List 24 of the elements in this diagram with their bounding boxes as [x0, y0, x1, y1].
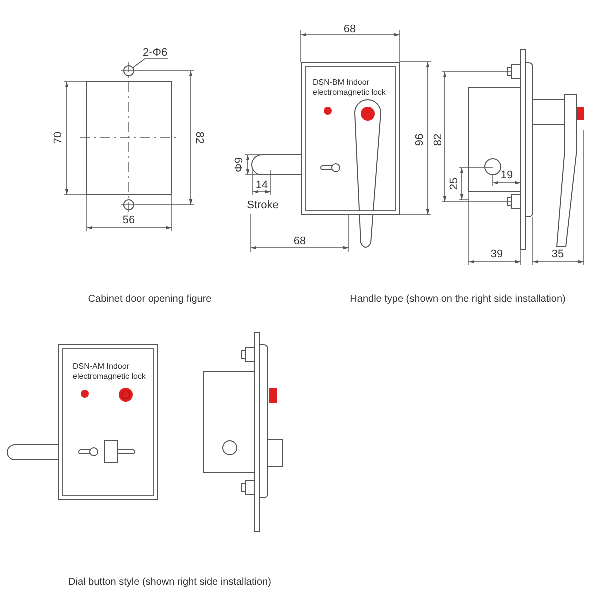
faceplate-text: DSN-BM Indoor electromagnetic lock: [313, 78, 387, 98]
dimension-label: 39: [490, 250, 504, 260]
figure-caption: Dial button style (shown right side installation): [68, 578, 272, 588]
leader-line: [132, 58, 168, 68]
callout-label: 2-Φ6: [143, 48, 168, 59]
dimension-label: 35: [552, 250, 564, 260]
figure-caption: Handle type (shown on the right side installation): [350, 295, 566, 305]
dimension-label: Φ9: [234, 158, 246, 172]
dimension-label: 19: [500, 170, 514, 182]
dimension-label: 25: [450, 178, 460, 190]
faceplate-text: DSN-AM Indoor electromagnetic lock: [73, 362, 147, 382]
figure-caption: Cabinet door opening figure: [88, 295, 212, 305]
dimension-label: 14: [256, 180, 268, 192]
mounting-hole: [124, 66, 134, 76]
dimension-label: 68: [294, 236, 306, 248]
lock-faceplate: [301, 62, 400, 215]
dimension-label: 96: [412, 134, 424, 146]
dimension-label: 68: [344, 24, 356, 36]
lock-faceplate: [58, 344, 158, 500]
dimension-label: Stroke: [247, 200, 279, 212]
dimension-label: 82: [434, 134, 444, 146]
dimension-label: 56: [122, 216, 136, 226]
dimension-label: 82: [194, 132, 204, 144]
dimension-label: 70: [54, 132, 64, 144]
